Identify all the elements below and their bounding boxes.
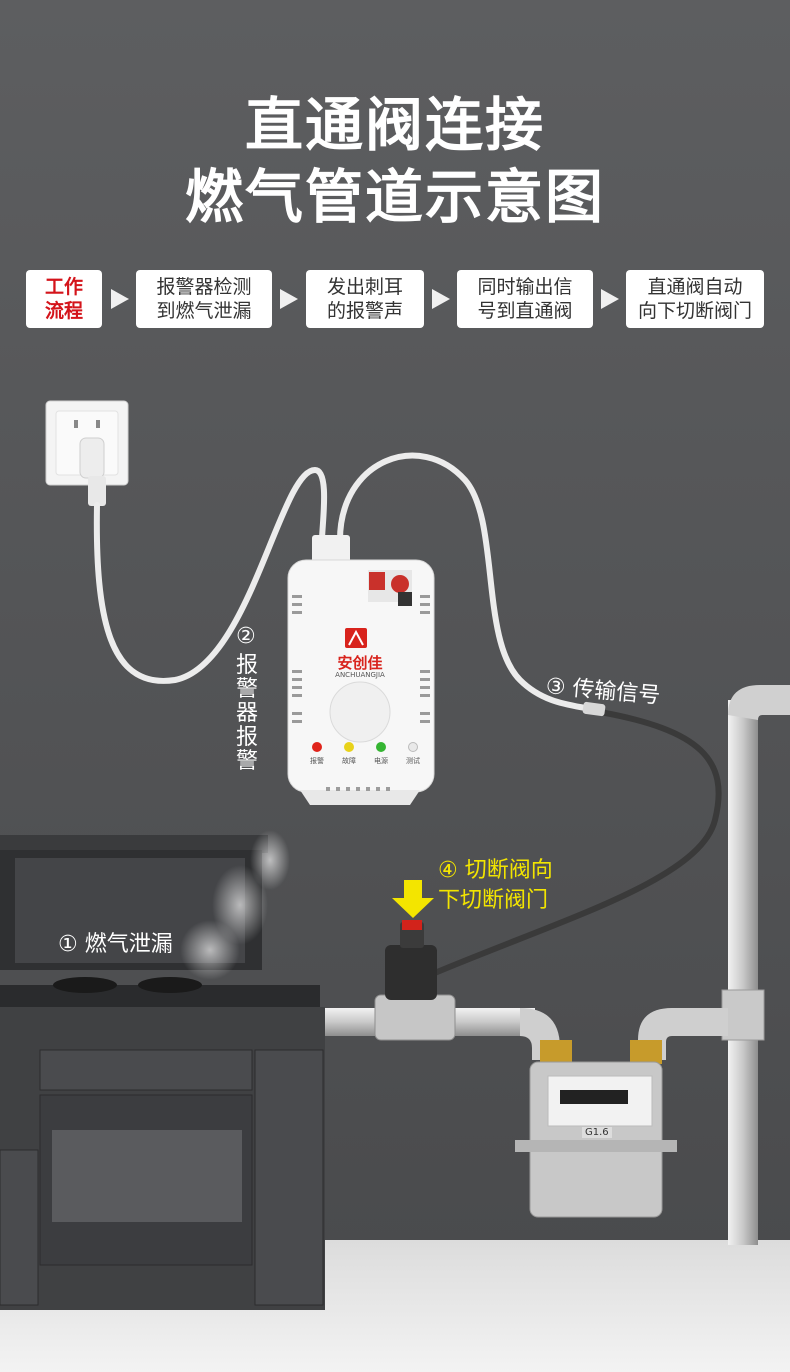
device-brand-cn: 安创佳 <box>337 654 383 672</box>
workflow-step-signal: 同时输出信 号到直通阀 <box>457 270 593 328</box>
indicator-power: 电源 <box>374 742 388 766</box>
alarm-led-icon <box>312 742 322 752</box>
label-gas-leak: ① 燃气泄漏 <box>58 932 173 957</box>
indicator-row: 报警 故障 电源 测试 <box>310 742 420 766</box>
riser-elbow-top <box>728 685 790 720</box>
gas-stove <box>0 977 320 1007</box>
steam <box>180 830 290 980</box>
gas-meter <box>515 1040 677 1218</box>
label-alarm-vertical: 报警器报警 <box>236 653 259 774</box>
flow-arrow-icon <box>111 289 129 309</box>
label-alarm-number: ② <box>236 624 256 649</box>
signal-cable-dark <box>427 709 722 978</box>
indicator-label: 电源 <box>374 757 388 765</box>
indicator-label: 故障 <box>342 757 356 765</box>
indicator-test: 测试 <box>406 742 420 766</box>
solenoid-shutoff-valve <box>374 920 456 1041</box>
riser-joint <box>721 989 765 1041</box>
page-title-line1: 直通阀连接 <box>244 91 545 159</box>
kitchen-cabinet <box>0 1007 325 1310</box>
wall-socket <box>45 400 129 486</box>
label-cutoff-line2: 下切断阀门 <box>438 888 549 913</box>
indicator-label: 测试 <box>406 757 420 765</box>
fault-led-icon <box>344 742 354 752</box>
power-cable <box>93 466 328 684</box>
label-cutoff-line1: ④ 切断阀向 <box>438 858 553 883</box>
gas-alarm-device <box>287 535 435 805</box>
workflow-step-alarm: 发出刺耳 的报警声 <box>306 270 424 328</box>
device-brand-en: ANCHUANGJIA <box>335 671 385 679</box>
riser-pipe-right <box>728 700 758 1245</box>
meter-model: G1.6 <box>582 1127 612 1138</box>
cable-connector <box>582 701 606 717</box>
page-title-line2: 燃气管道示意图 <box>184 163 605 231</box>
flow-arrow-icon <box>432 289 450 309</box>
flow-arrow-icon <box>280 289 298 309</box>
signal-cable-white <box>337 452 598 713</box>
workflow-step-detect: 报警器检测 到燃气泄漏 <box>136 270 272 328</box>
workflow-step-cutoff: 直通阀自动 向下切断阀门 <box>626 270 764 328</box>
indicator-label: 报警 <box>310 757 324 765</box>
flow-arrow-icon <box>601 289 619 309</box>
power-led-icon <box>376 742 386 752</box>
plug-tail <box>88 476 106 506</box>
cutoff-arrow-icon <box>392 880 434 918</box>
test-led-icon <box>408 742 418 752</box>
workflow-step-label: 工作 流程 <box>26 270 102 328</box>
indicator-alarm: 报警 <box>310 742 324 766</box>
indicator-fault: 故障 <box>342 742 356 766</box>
